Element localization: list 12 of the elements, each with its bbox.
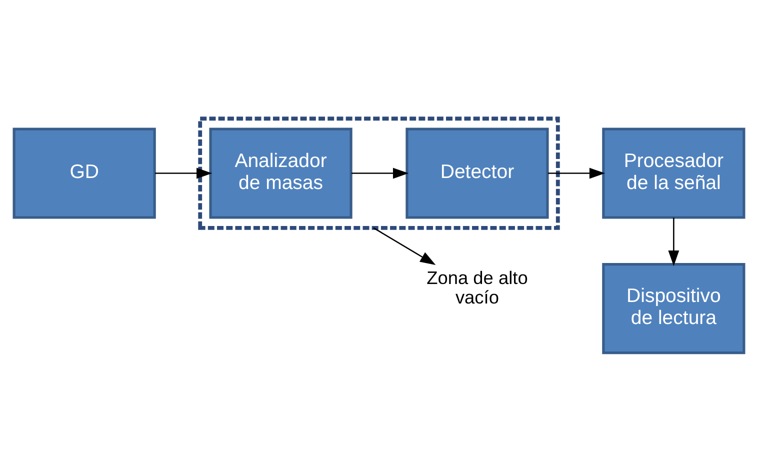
arrow xyxy=(352,167,409,178)
arrow xyxy=(668,217,680,266)
node-box: Analizador de masas xyxy=(209,127,352,218)
arrow xyxy=(155,167,212,178)
node-box: Procesador de la señal xyxy=(602,127,746,218)
node-box: GD xyxy=(12,127,156,218)
arrow xyxy=(373,226,436,265)
node-text: Zona de alto vacío xyxy=(426,268,528,308)
cluster xyxy=(198,116,560,230)
arrow xyxy=(548,167,606,178)
node-box: Detector xyxy=(406,127,549,218)
node-box: Dispositivo de lectura xyxy=(602,262,746,354)
